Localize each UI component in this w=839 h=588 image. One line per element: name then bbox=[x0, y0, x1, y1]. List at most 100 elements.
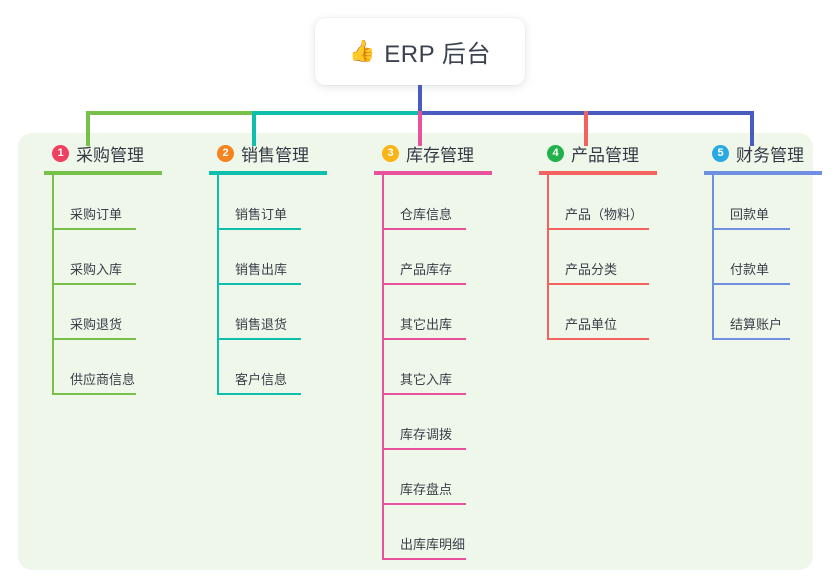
branch-item[interactable]: 产品（物料） bbox=[529, 175, 657, 230]
branch-item-rule bbox=[547, 283, 649, 285]
thumbs-up-icon: 👍 bbox=[349, 40, 376, 63]
connector-drop-1 bbox=[86, 111, 90, 146]
branch-item-label: 仓库信息 bbox=[400, 207, 453, 222]
branch-title: 财务管理 bbox=[736, 145, 804, 165]
branch-item[interactable]: 供应商信息 bbox=[34, 340, 162, 395]
branch-item[interactable]: 库存盘点 bbox=[364, 450, 492, 505]
branch-item-rule bbox=[712, 283, 790, 285]
branch-item[interactable]: 销售订单 bbox=[199, 175, 327, 230]
branch-item[interactable]: 结算账户 bbox=[694, 285, 822, 340]
branch-spine bbox=[217, 175, 219, 395]
branch-items: 仓库信息产品库存其它出库其它入库库存调拨库存盘点出库库明细 bbox=[364, 175, 492, 560]
branch-item-rule bbox=[217, 228, 301, 230]
branch-item-label: 采购退货 bbox=[70, 317, 123, 332]
branch-item-label: 采购入库 bbox=[70, 262, 123, 277]
branch-item-rule bbox=[382, 503, 466, 505]
branch-item[interactable]: 采购入库 bbox=[34, 230, 162, 285]
branch-header-4[interactable]: 4 产品管理 bbox=[529, 140, 657, 166]
branch-spine bbox=[382, 175, 384, 560]
branch-item-label: 供应商信息 bbox=[70, 372, 136, 387]
branch-item-label: 库存盘点 bbox=[400, 482, 453, 497]
root-title: ERP 后台 bbox=[384, 41, 491, 68]
branch-items: 采购订单采购入库采购退货供应商信息 bbox=[34, 175, 162, 395]
branch-title: 产品管理 bbox=[571, 145, 639, 165]
branch-items: 回款单付款单结算账户 bbox=[694, 175, 822, 340]
branch-column-1: 1 采购管理采购订单采购入库采购退货供应商信息 bbox=[34, 140, 162, 395]
branch-item-label: 其它出库 bbox=[400, 317, 453, 332]
branch-item-label: 客户信息 bbox=[235, 372, 288, 387]
branch-item-label: 其它入库 bbox=[400, 372, 453, 387]
branch-item-rule bbox=[382, 393, 466, 395]
root-node[interactable]: 👍 ERP 后台 bbox=[315, 18, 525, 85]
branch-item-label: 结算账户 bbox=[730, 317, 783, 332]
branch-item-rule bbox=[547, 228, 649, 230]
branch-spine bbox=[52, 175, 54, 395]
branch-item-label: 产品库存 bbox=[400, 262, 453, 277]
branch-item-label: 付款单 bbox=[730, 262, 770, 277]
branch-title: 采购管理 bbox=[76, 145, 144, 165]
branch-number-badge: 3 bbox=[382, 144, 399, 162]
branch-item-rule bbox=[382, 448, 466, 450]
branch-item[interactable]: 其它入库 bbox=[364, 340, 492, 395]
branch-items: 销售订单销售出库销售退货客户信息 bbox=[199, 175, 327, 395]
branch-header-5[interactable]: 5 财务管理 bbox=[694, 140, 822, 166]
branch-item[interactable]: 出库库明细 bbox=[364, 505, 492, 560]
branch-item-rule bbox=[382, 558, 466, 560]
branch-header-rule bbox=[374, 171, 492, 175]
branch-item-label: 销售出库 bbox=[235, 262, 288, 277]
branch-items: 产品（物料） 产品分类产品单位 bbox=[529, 175, 657, 340]
branch-item[interactable]: 销售退货 bbox=[199, 285, 327, 340]
branch-item-label: 产品（物料） bbox=[565, 207, 644, 222]
branch-header-rule bbox=[539, 171, 657, 175]
branches-panel bbox=[18, 133, 813, 570]
branch-item[interactable]: 采购退货 bbox=[34, 285, 162, 340]
branch-item-label: 出库库明细 bbox=[400, 537, 466, 552]
branch-item-rule bbox=[217, 283, 301, 285]
branch-header-1[interactable]: 1 采购管理 bbox=[34, 140, 162, 166]
branch-header-rule bbox=[44, 171, 162, 175]
branch-item-rule bbox=[217, 338, 301, 340]
branch-column-3: 3 库存管理仓库信息产品库存其它出库其它入库库存调拨库存盘点出库库明细 bbox=[364, 140, 492, 560]
branch-item-label: 库存调拨 bbox=[400, 427, 453, 442]
branch-item-rule bbox=[382, 338, 466, 340]
branch-item[interactable]: 销售出库 bbox=[199, 230, 327, 285]
branch-item-rule bbox=[712, 228, 790, 230]
connector-drop-5 bbox=[750, 111, 754, 146]
branch-number-badge: 5 bbox=[712, 144, 729, 162]
connector-drop-3 bbox=[418, 111, 422, 146]
branch-item[interactable]: 采购订单 bbox=[34, 175, 162, 230]
branch-item[interactable]: 回款单 bbox=[694, 175, 822, 230]
branch-item-label: 回款单 bbox=[730, 207, 770, 222]
branch-item-rule bbox=[382, 283, 466, 285]
branch-header-3[interactable]: 3 库存管理 bbox=[364, 140, 492, 166]
branch-number-badge: 4 bbox=[547, 144, 564, 162]
branch-item-rule bbox=[712, 338, 790, 340]
branch-number-badge: 2 bbox=[217, 144, 234, 162]
branch-item[interactable]: 仓库信息 bbox=[364, 175, 492, 230]
branch-item[interactable]: 产品单位 bbox=[529, 285, 657, 340]
branch-item[interactable]: 产品库存 bbox=[364, 230, 492, 285]
branch-item[interactable]: 付款单 bbox=[694, 230, 822, 285]
branch-item-label: 销售订单 bbox=[235, 207, 288, 222]
branch-item-label: 销售退货 bbox=[235, 317, 288, 332]
branch-number-badge: 1 bbox=[52, 144, 69, 162]
branch-item-label: 采购订单 bbox=[70, 207, 123, 222]
connector-drop-4 bbox=[584, 111, 588, 146]
branch-column-4: 4 产品管理产品（物料） 产品分类产品单位 bbox=[529, 140, 657, 340]
branch-item-rule bbox=[382, 228, 466, 230]
branch-spine bbox=[712, 175, 714, 340]
connector-drop-2 bbox=[252, 111, 256, 146]
connector-root-stem bbox=[418, 85, 422, 113]
branch-item[interactable]: 库存调拨 bbox=[364, 395, 492, 450]
branch-item-rule bbox=[217, 393, 301, 395]
branch-title: 库存管理 bbox=[406, 145, 474, 165]
branch-item-rule bbox=[547, 338, 649, 340]
branch-item[interactable]: 客户信息 bbox=[199, 340, 327, 395]
branch-item[interactable]: 其它出库 bbox=[364, 285, 492, 340]
connector-bar-segment-green bbox=[86, 111, 254, 115]
branch-item-rule bbox=[52, 338, 136, 340]
branch-item[interactable]: 产品分类 bbox=[529, 230, 657, 285]
